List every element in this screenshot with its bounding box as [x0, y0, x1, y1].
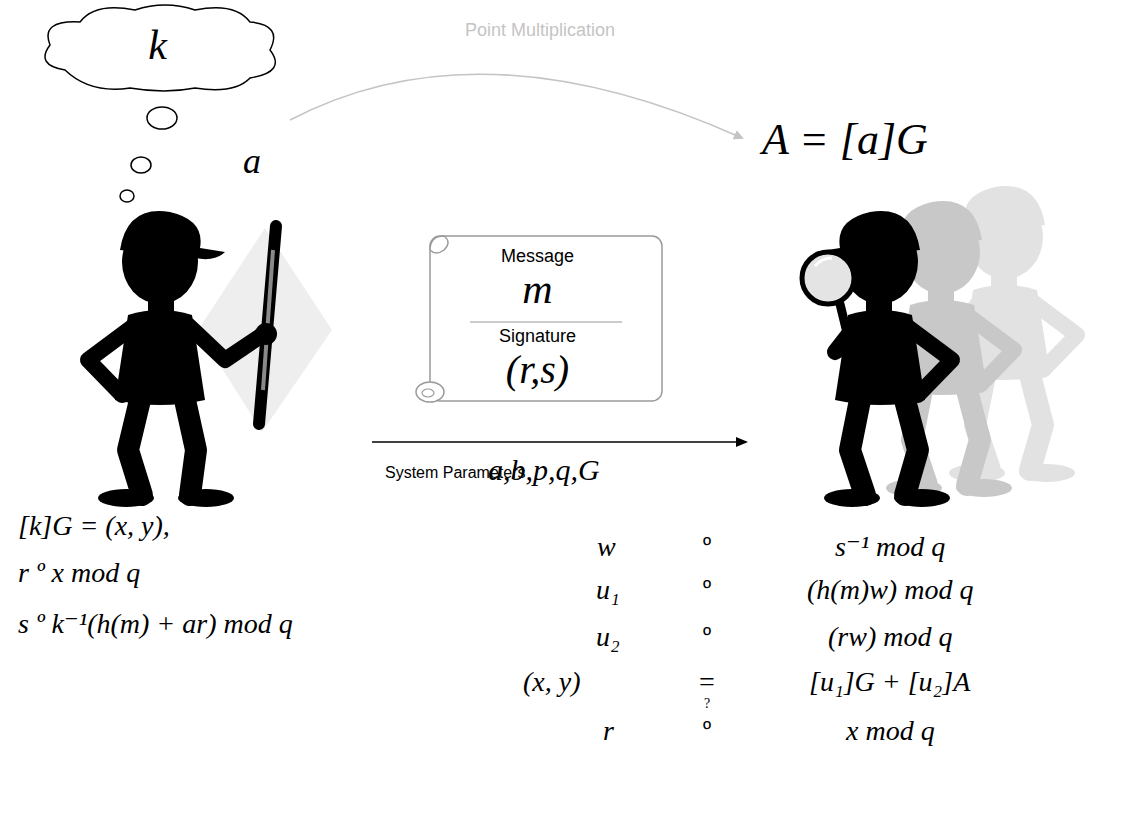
equation-cell: =	[699, 665, 715, 699]
scroll-divider	[470, 321, 622, 322]
signing-equation: s º k⁻¹(h(m) + ar) mod q	[18, 607, 293, 641]
equation-cell: (h(m)w) mod q	[807, 573, 973, 607]
pen	[255, 226, 277, 424]
equation-cell: (x, y)	[523, 665, 581, 699]
equation-cell: u₁	[596, 573, 620, 607]
glass-glint	[815, 258, 832, 266]
pen-shine	[263, 250, 273, 390]
signer-hand	[255, 323, 277, 345]
point-multiplication-arc	[290, 74, 742, 138]
congruence-sign: º	[703, 622, 711, 648]
node-text: Signature	[400, 326, 675, 348]
glass-handle	[840, 304, 850, 345]
thought-bubble	[131, 157, 151, 173]
equation-cell: x mod q	[846, 714, 935, 748]
question-mark: ?	[704, 696, 710, 713]
signing-equation: r º x mod q	[18, 556, 140, 590]
key-variable: a	[243, 140, 261, 183]
equation-cell: w	[597, 530, 616, 564]
node-text: (r,s)	[400, 346, 675, 394]
equation-cell: (rw) mod q	[828, 620, 952, 654]
signer-cap	[120, 211, 225, 259]
transmission-arrow	[372, 441, 746, 442]
node-text: Message	[400, 246, 675, 268]
equation-cell: u₂	[596, 620, 620, 654]
signer-leg	[128, 400, 142, 495]
congruence-sign: º	[703, 532, 711, 558]
message-scroll: MessagemSignature(r,s)	[400, 228, 675, 418]
congruence-sign: º	[703, 575, 711, 601]
thought-bubble	[147, 107, 177, 129]
signer-foot	[178, 489, 234, 507]
arc-label: Point Multiplication	[465, 20, 615, 42]
scroll-curl	[422, 389, 434, 397]
public-key: A = [a]G	[762, 114, 928, 167]
scroll-curl	[430, 236, 448, 253]
node-text: m	[400, 264, 675, 314]
signer-arm	[88, 325, 135, 395]
node-text: k	[25, 20, 290, 70]
parameter-list: a,b,p,q,G	[488, 452, 600, 488]
equation-cell: r	[603, 714, 614, 748]
scroll-curl	[416, 382, 444, 402]
glass-lens	[802, 252, 854, 304]
signer-figure	[88, 211, 262, 507]
signer-foot	[98, 489, 154, 507]
signing-equation: [k]G = (x, y),	[18, 509, 170, 543]
thought-cloud: k	[25, 0, 290, 95]
signer-leg	[185, 400, 196, 495]
magnifying-glass	[802, 252, 854, 345]
signer-arm	[188, 325, 262, 360]
thought-bubbles	[120, 107, 177, 202]
equation-cell: s⁻¹ mod q	[835, 530, 945, 564]
equation-cell: [u₁]G + [u₂]A	[809, 665, 970, 699]
congruence-sign: º	[703, 716, 711, 742]
thought-bubble	[120, 190, 134, 202]
